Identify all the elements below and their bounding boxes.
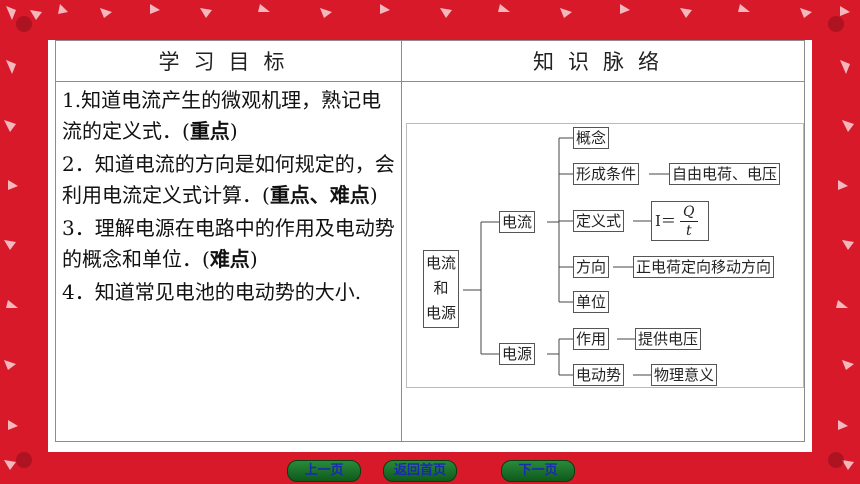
map-root: 电流 和 电源 xyxy=(423,250,459,328)
goal-tail: ) xyxy=(229,118,238,143)
knowledge-map: 电流 和 电源 电流 电源 概念 形成条件 自由电荷、电压 定义式 I＝ Q t… xyxy=(406,123,804,388)
node-function: 作用 xyxy=(573,328,610,350)
node-emf-detail: 物理意义 xyxy=(651,364,718,386)
node-condition-detail: 自由电荷、电压 xyxy=(669,163,781,185)
goal-tail: ) xyxy=(369,182,378,207)
root-line: 电流 xyxy=(425,254,456,272)
root-line: 和 xyxy=(433,279,449,297)
home-label: 返回首页 xyxy=(393,463,446,478)
goal-item-2: 2．知道电流的方向是如何规定的，会利用电流定义式计算．(重点、难点) xyxy=(56,146,401,210)
node-concept: 概念 xyxy=(573,127,610,149)
node-emf: 电动势 xyxy=(573,364,625,386)
map-connectors xyxy=(463,137,702,376)
goal-key: 重点 xyxy=(189,118,230,143)
goal-tail: ) xyxy=(249,246,258,271)
node-definition: 定义式 xyxy=(573,210,625,232)
goals-cell: 1.知道电流产生的微观机理，熟记电流的定义式．(重点) 2．知道电流的方向是如何… xyxy=(55,81,402,442)
prev-label: 上一页 xyxy=(304,463,344,478)
goal-key: 重点、难点 xyxy=(269,182,370,207)
goal-text: 2．知道电流的方向是如何规定的，会利用电流定义式计算．( xyxy=(62,152,395,207)
header-goals: 学习目标 xyxy=(55,40,402,82)
goal-item-1: 1.知道电流产生的微观机理，熟记电流的定义式．(重点) xyxy=(56,82,401,146)
node-source: 电源 xyxy=(499,343,536,365)
goal-text: 4．知道常见电池的电动势的大小. xyxy=(62,280,362,304)
goal-item-3: 3．理解电源在电路中的作用及电动势的概念和单位．(难点) xyxy=(56,210,401,274)
formula-denominator: t xyxy=(686,223,692,239)
prev-page-button[interactable]: 上一页 xyxy=(287,460,361,482)
node-unit: 单位 xyxy=(573,291,610,313)
node-condition: 形成条件 xyxy=(573,163,640,185)
goal-text: 3．理解电源在电路中的作用及电动势的概念和单位．( xyxy=(62,216,395,271)
next-label: 下一页 xyxy=(518,463,558,478)
next-page-button[interactable]: 下一页 xyxy=(501,460,575,482)
formula-left: I＝ xyxy=(655,212,676,230)
root-line: 电源 xyxy=(425,304,456,322)
goal-key: 难点 xyxy=(209,246,250,271)
goal-text: 1.知道电流产生的微观机理，熟记电流的定义式．( xyxy=(62,88,382,143)
node-direction-detail: 正电荷定向移动方向 xyxy=(633,256,775,278)
fraction-bar xyxy=(680,221,698,222)
node-current: 电流 xyxy=(499,211,536,233)
formula-numerator: Q xyxy=(683,204,695,220)
header-knowledge: 知识脉络 xyxy=(401,40,805,82)
node-formula: I＝ Q t xyxy=(651,201,709,241)
node-direction: 方向 xyxy=(573,256,610,278)
goal-item-4: 4．知道常见电池的电动势的大小. xyxy=(56,274,401,308)
node-function-detail: 提供电压 xyxy=(635,328,702,350)
home-button[interactable]: 返回首页 xyxy=(383,460,457,482)
